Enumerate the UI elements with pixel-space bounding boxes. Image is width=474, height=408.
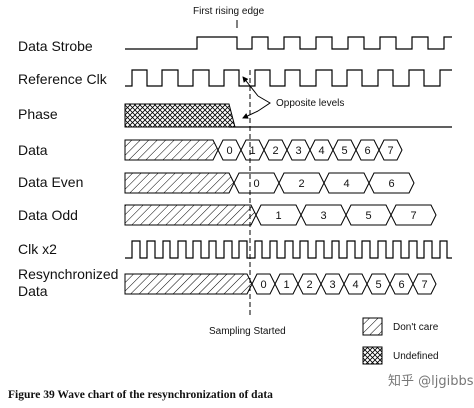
label-data-odd: Data Odd bbox=[18, 207, 78, 223]
label-data-strobe: Data Strobe bbox=[18, 38, 93, 54]
data-odd-bus: 1 3 5 7 bbox=[124, 204, 437, 226]
watermark: 知乎 @ljgibbs bbox=[388, 373, 474, 389]
bus-value: 5 bbox=[341, 145, 347, 157]
bus-value: 6 bbox=[398, 279, 404, 291]
bus-value: 6 bbox=[388, 178, 394, 190]
bus-dont-care-region bbox=[124, 172, 235, 194]
label-clk-x2: Clk x2 bbox=[18, 241, 57, 257]
label-resynchronized-data: Data bbox=[18, 283, 48, 299]
bus-dont-care-region bbox=[124, 139, 219, 161]
label-reference-clk: Reference Clk bbox=[18, 71, 108, 87]
clk-x2-wave bbox=[125, 240, 452, 259]
bus-segment bbox=[412, 273, 437, 295]
bus-value: 0 bbox=[260, 279, 266, 291]
label-data-even: Data Even bbox=[18, 174, 83, 190]
bus-value: 3 bbox=[329, 279, 335, 291]
legend-undefined-swatch bbox=[362, 346, 383, 365]
bus-value: 7 bbox=[387, 145, 393, 157]
bus-value: 7 bbox=[421, 279, 427, 291]
bus-value: 6 bbox=[364, 145, 370, 157]
phase-undefined-region bbox=[124, 103, 236, 128]
bus-value: 0 bbox=[226, 145, 232, 157]
bus-value: 2 bbox=[298, 178, 304, 190]
opposite-levels-bracket bbox=[257, 95, 271, 112]
bus-value: 1 bbox=[283, 279, 289, 291]
bus-value: 3 bbox=[295, 145, 301, 157]
resynchronized-data-bus: 0 1 2 3 4 5 6 7 bbox=[124, 273, 437, 295]
bus-value: 4 bbox=[318, 145, 324, 157]
bus-segment bbox=[390, 204, 437, 226]
data-bus: 0 1 2 3 4 5 6 7 bbox=[124, 139, 403, 161]
first-rising-edge-label: First rising edge bbox=[193, 6, 265, 17]
figure-caption: Figure 39 Wave chart of the resynchroniz… bbox=[8, 389, 273, 401]
reference-clk-wave bbox=[125, 69, 452, 87]
label-phase: Phase bbox=[18, 106, 58, 122]
bus-value: 2 bbox=[272, 145, 278, 157]
data-strobe-wave bbox=[125, 36, 452, 50]
legend-dont-care-label: Don't care bbox=[393, 322, 439, 333]
bus-segment bbox=[378, 139, 403, 161]
data-even-bus: 0 2 4 6 bbox=[124, 172, 415, 194]
bus-value: 5 bbox=[365, 210, 371, 222]
opposite-levels-label: Opposite levels bbox=[276, 98, 344, 109]
legend-dont-care-swatch bbox=[362, 317, 383, 336]
bus-value: 7 bbox=[410, 210, 416, 222]
bus-value: 0 bbox=[253, 178, 259, 190]
bus-value: 4 bbox=[352, 279, 358, 291]
bus-dont-care-region bbox=[124, 273, 253, 295]
bus-value: 1 bbox=[249, 145, 255, 157]
bus-value: 2 bbox=[306, 279, 312, 291]
bus-value: 1 bbox=[275, 210, 281, 222]
label-data: Data bbox=[18, 142, 48, 158]
bus-dont-care-region bbox=[124, 204, 257, 226]
bus-segment bbox=[368, 172, 415, 194]
bus-value: 4 bbox=[343, 178, 349, 190]
legend-undefined-label: Undefined bbox=[393, 351, 439, 362]
bus-value: 5 bbox=[375, 279, 381, 291]
sampling-started-label: Sampling Started bbox=[209, 326, 286, 337]
label-resynchronized: Resynchronized bbox=[18, 266, 118, 282]
bus-value: 3 bbox=[320, 210, 326, 222]
